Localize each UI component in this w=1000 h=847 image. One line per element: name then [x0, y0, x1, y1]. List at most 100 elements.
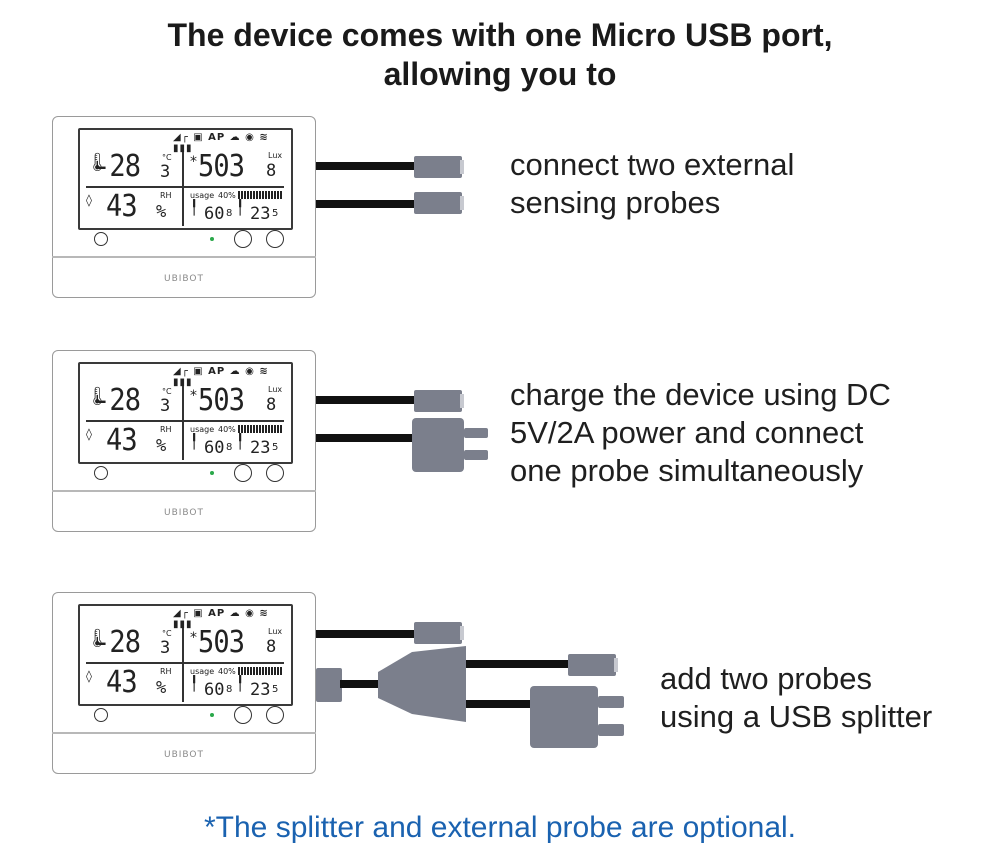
humidity-label: RH [160, 667, 172, 676]
description-line: connect two external [510, 147, 795, 182]
usb-splitter [316, 646, 570, 722]
screen-vertical-divider [182, 628, 184, 702]
humidity-value: 43 [106, 665, 138, 700]
screen-vertical-divider [182, 152, 184, 226]
status-icons: ◢┌ ▣ AP ☁ ◉ ≋ ▮▮▮ [173, 608, 269, 630]
thermometer-icon: 🌡 [86, 628, 109, 649]
usage-bar [238, 425, 282, 433]
humidity-icon: ◊ [86, 427, 92, 441]
screen-horizontal-divider [86, 186, 284, 188]
device-panel-2: ◢┌ ▣ AP ☁ ◉ ≋ ▮▮▮ 🌡 -28 °C 3 * 503 Lux 8… [52, 350, 316, 532]
probe-cable-2 [316, 390, 464, 412]
splitter-probe [568, 654, 618, 676]
left-button[interactable] [234, 464, 252, 482]
lcd-screen: ◢┌ ▣ AP ☁ ◉ ≋ ▮▮▮ 🌡 -28 °C 3 * 503 Lux 8… [78, 604, 293, 706]
lux-unit: Lux [268, 385, 283, 394]
temperature-decimal: 3 [160, 638, 171, 658]
light-icon: * [190, 630, 197, 646]
left-button[interactable] [234, 706, 252, 724]
lux-value: 503 [198, 149, 245, 184]
probe-2-value: 23 [250, 680, 271, 700]
temperature-value: -28 [94, 625, 141, 660]
probe-1-icon: ╿ [190, 434, 199, 450]
humidity-icon: ◊ [86, 193, 92, 207]
description-panel-2: charge the device using DC 5V/2A power a… [510, 376, 891, 490]
probe-1-icon: ╿ [190, 676, 199, 692]
temperature-value: -28 [94, 149, 141, 184]
status-led [210, 237, 214, 241]
temperature-unit: °C [162, 629, 172, 638]
description-line: 5V/2A power and connect [510, 415, 864, 450]
probe-1-value: 60 [204, 680, 225, 700]
humidity-unit: % [156, 202, 167, 222]
usage-label: usage [190, 191, 215, 200]
probe-2-value: 23 [250, 438, 271, 458]
usage-label: usage [190, 425, 215, 434]
lux-decimal: 8 [266, 161, 277, 181]
usage-value: 40% [218, 191, 236, 200]
probe-cable-1b [316, 192, 464, 214]
power-adapter [316, 418, 488, 472]
status-led [210, 471, 214, 475]
lux-value: 503 [198, 383, 245, 418]
lux-unit: Lux [268, 151, 283, 160]
description-line: using a USB splitter [660, 699, 933, 734]
status-led [210, 713, 214, 717]
screen-vertical-divider [182, 386, 184, 460]
lux-unit: Lux [268, 627, 283, 636]
humidity-label: RH [160, 191, 172, 200]
brand-logo: UBIBOT [163, 274, 204, 284]
light-icon: * [190, 154, 197, 170]
description-line: sensing probes [510, 185, 721, 220]
device-panel-3: ◢┌ ▣ AP ☁ ◉ ≋ ▮▮▮ 🌡 -28 °C 3 * 503 Lux 8… [52, 592, 316, 774]
title-line-2: allowing you to [383, 56, 617, 92]
lux-decimal: 8 [266, 637, 277, 657]
right-button[interactable] [266, 464, 284, 482]
probe-1-decimal: 8 [226, 684, 233, 695]
left-button[interactable] [234, 230, 252, 248]
power-button[interactable] [94, 708, 108, 722]
probe-2-value: 23 [250, 204, 271, 224]
probe-2-decimal: 5 [272, 684, 279, 695]
right-button[interactable] [266, 230, 284, 248]
screen-horizontal-divider [86, 420, 284, 422]
probe-1-icon: ╿ [190, 200, 199, 216]
device-divider [52, 256, 316, 258]
optional-footnote: *The splitter and external probe are opt… [203, 811, 797, 844]
status-icons: ◢┌ ▣ AP ☁ ◉ ≋ ▮▮▮ [173, 132, 269, 154]
lux-decimal: 8 [266, 395, 277, 415]
usage-bar [238, 667, 282, 675]
title-line-1: The device comes with one Micro USB port… [167, 17, 833, 53]
usage-value: 40% [218, 425, 236, 434]
brand-logo: UBIBOT [163, 750, 204, 760]
description-line: charge the device using DC [510, 377, 891, 412]
humidity-value: 43 [106, 189, 138, 224]
probe-1-value: 60 [204, 438, 225, 458]
description-panel-3: add two probes using a USB splitter [660, 660, 932, 736]
power-button[interactable] [94, 466, 108, 480]
temperature-decimal: 3 [160, 162, 171, 182]
description-panel-1: connect two external sensing probes [510, 146, 794, 222]
humidity-icon: ◊ [86, 669, 92, 683]
humidity-unit: % [156, 436, 167, 456]
right-button[interactable] [266, 706, 284, 724]
usage-label: usage [190, 667, 215, 676]
screen-horizontal-divider [86, 662, 284, 664]
lcd-screen: ◢┌ ▣ AP ☁ ◉ ≋ ▮▮▮ 🌡 -28 °C 3 * 503 Lux 8… [78, 128, 293, 230]
thermometer-icon: 🌡 [86, 152, 109, 173]
device-panel-1: ◢┌ ▣ AP ☁ ◉ ≋ ▮▮▮ 🌡 -28 °C 3 * 503 Lux 8… [52, 116, 316, 298]
probe-1-decimal: 8 [226, 442, 233, 453]
lux-value: 503 [198, 625, 245, 660]
thermometer-icon: 🌡 [86, 386, 109, 407]
splitter-power-adapter [530, 686, 624, 748]
humidity-unit: % [156, 678, 167, 698]
humidity-value: 43 [106, 423, 138, 458]
probe-2-icon: ╿ [236, 200, 245, 216]
status-icons: ◢┌ ▣ AP ☁ ◉ ≋ ▮▮▮ [173, 366, 269, 388]
brand-logo: UBIBOT [163, 508, 204, 518]
temperature-value: -28 [94, 383, 141, 418]
probe-1-value: 60 [204, 204, 225, 224]
power-button[interactable] [94, 232, 108, 246]
usage-value: 40% [218, 667, 236, 676]
